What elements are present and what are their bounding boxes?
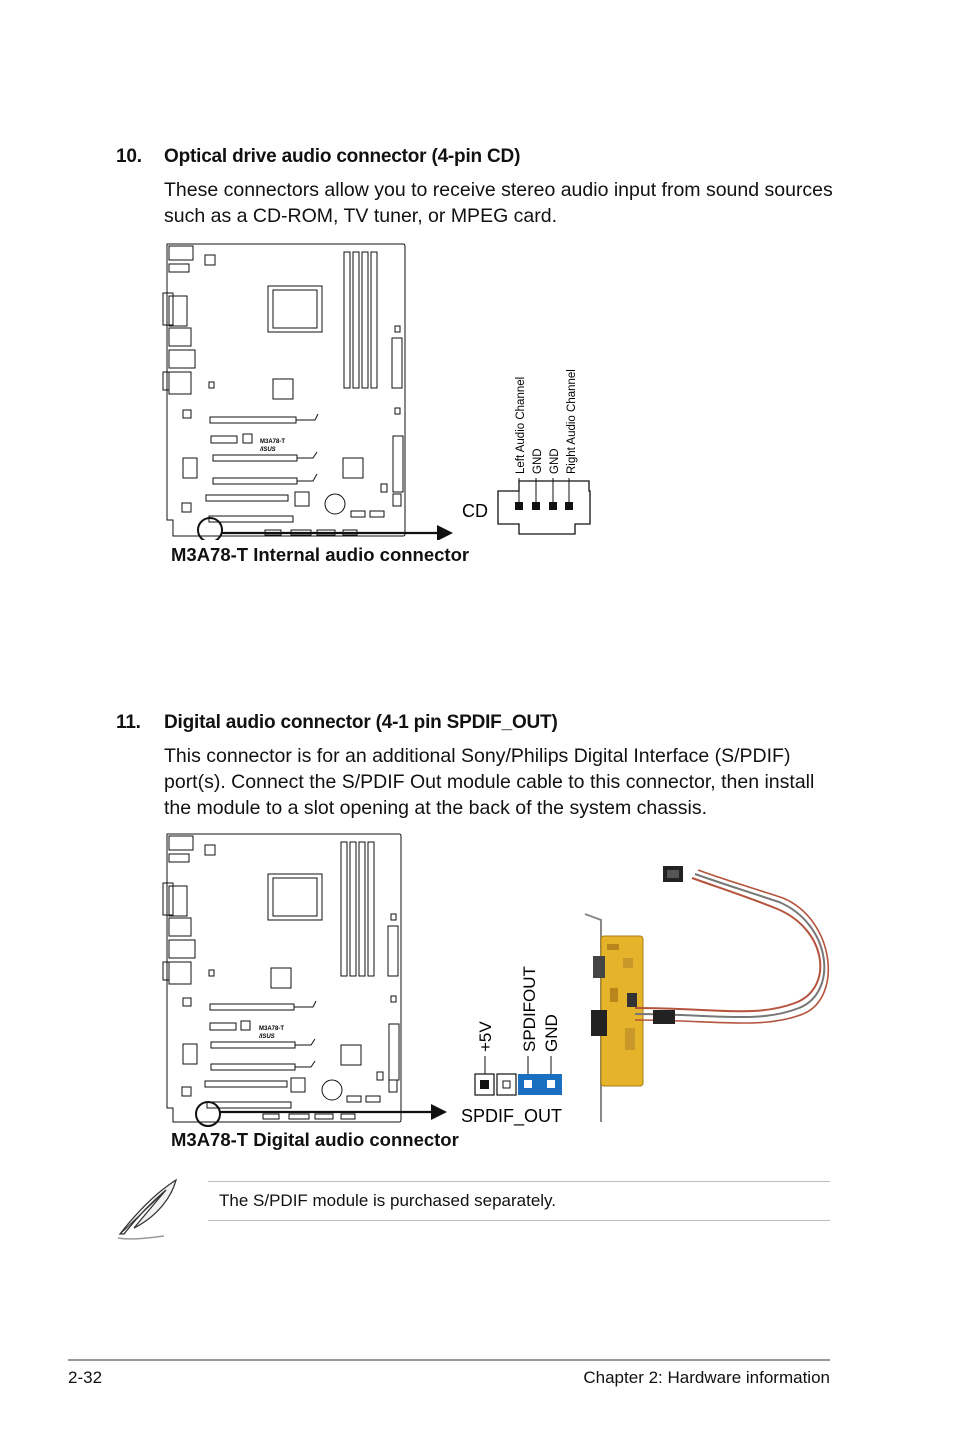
spdif-connector-highlight-circle <box>195 1101 221 1127</box>
motherboard-diagram-spdif: M3A78-T /ISUS +5V SPDIFOUT GND SPDIF_OUT <box>162 833 830 1127</box>
pin-label-gnd-2: GND <box>549 448 561 474</box>
pointer-arrow <box>431 1104 447 1120</box>
board-model-label: M3A78-T <box>260 439 285 445</box>
pin-label-gnd-1: GND <box>532 448 544 474</box>
note-bottom-rule <box>208 1220 830 1221</box>
section-11-title: Digital audio connector (4-1 pin SPDIF_O… <box>164 712 558 733</box>
pin-label-spdifout: SPDIFOUT <box>520 966 539 1052</box>
pin-label-left-audio: Left Audio Channel <box>515 377 527 474</box>
cd-connector-housing <box>497 480 591 535</box>
board-brand-label: /ISUS <box>259 447 276 453</box>
section-11-line-3: the module to a slot opening at the back… <box>164 797 708 819</box>
section-11-line-1: This connector is for an additional Sony… <box>164 745 791 767</box>
section-10-line-2: such as a CD-ROM, TV tuner, or MPEG card… <box>164 205 558 227</box>
motherboard-diagram-cd: M3A78-T /ISUS CD Left Audio Channel GND … <box>162 243 591 540</box>
figure-caption-cd: M3A78-T Internal audio connector <box>171 544 470 565</box>
pin-label-right-audio: Right Audio Channel <box>566 369 578 474</box>
section-11-number: 11. <box>116 712 141 733</box>
note-top-rule <box>208 1181 830 1182</box>
figure-caption-spdif: M3A78-T Digital audio connector <box>171 1129 459 1150</box>
section-10-title: Optical drive audio connector (4-pin CD) <box>164 146 521 167</box>
section-10-number: 10. <box>116 146 142 167</box>
note-text: The S/PDIF module is purchased separatel… <box>219 1191 557 1210</box>
section-10-line-1: These connectors allow you to receive st… <box>164 179 833 201</box>
pin-highlight-spdif-gnd <box>518 1074 562 1095</box>
cd-connector-label: CD <box>462 501 488 521</box>
footer-chapter-title: Chapter 2: Hardware information <box>583 1368 830 1387</box>
pin-label-gnd: GND <box>542 1014 561 1052</box>
pointer-arrow <box>437 525 453 540</box>
board-brand-label: /ISUS <box>258 1034 275 1040</box>
footer-page-number: 2-32 <box>68 1368 103 1387</box>
footer-rule <box>68 1359 830 1361</box>
cd-connector-highlight-circle <box>197 517 223 540</box>
section-11-line-2: port(s). Connect the S/PDIF Out module c… <box>164 771 815 793</box>
quill-icon <box>117 1178 178 1240</box>
pin-label-5v: +5V <box>476 1021 495 1052</box>
spdif-module-photo <box>584 866 830 1122</box>
board-model-label: M3A78-T <box>259 1026 284 1032</box>
spdif-connector-label: SPDIF_OUT <box>461 1106 562 1127</box>
